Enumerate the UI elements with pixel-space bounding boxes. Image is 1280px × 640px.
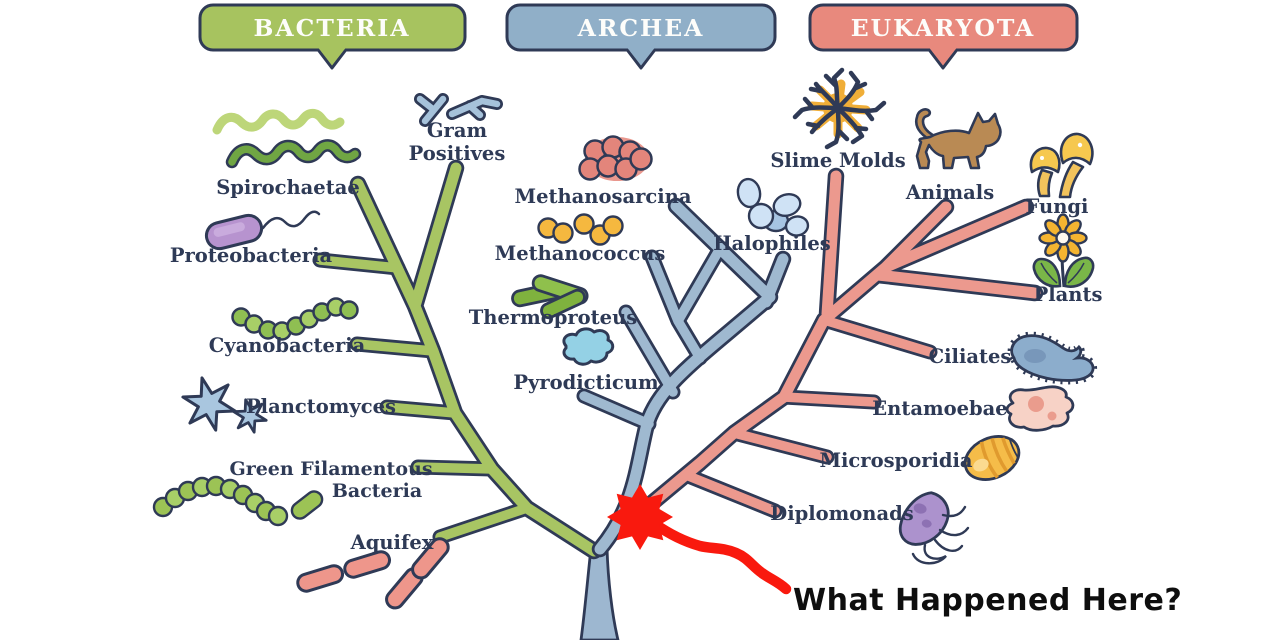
label-proteobacteria: Proteobacteria	[170, 244, 333, 267]
label-entamoebae: Entamoebae	[872, 397, 1007, 420]
label-gram-positives-line2: Positives	[409, 142, 506, 165]
green-filamentous-bacteria-icon	[152, 475, 324, 527]
header-eukaryota: EUKARYOTA	[808, 3, 1079, 70]
fungi-mushrooms-icon	[1029, 132, 1094, 199]
microsporidia-icon	[963, 435, 1021, 481]
label-gram-positives-line1: Gram	[427, 119, 488, 142]
planctomyces-icon	[181, 376, 268, 434]
label-plants: Plants	[1034, 283, 1103, 306]
bacteria-branches	[312, 159, 603, 560]
label-methanosarcina: Methanosarcina	[515, 185, 692, 208]
methanosarcina-icon	[578, 135, 653, 181]
label-microsporidia: Microsporidia	[819, 449, 972, 472]
label-ciliates: Ciliates	[929, 345, 1012, 368]
header-archea: ARCHEA	[505, 3, 777, 70]
label-fungi: Fungi	[1026, 195, 1089, 218]
annotation-star-icon	[607, 484, 673, 550]
label-green-filamentous-line2: Bacteria	[332, 480, 422, 502]
label-animals: Animals	[905, 181, 994, 204]
diplomonads-icon	[898, 491, 970, 565]
methanococcus-icon	[537, 213, 624, 246]
label-slime-molds: Slime Molds	[770, 149, 905, 172]
entamoebae-icon	[1005, 385, 1075, 432]
animals-cat-icon	[914, 108, 1002, 170]
slime-molds-icon	[792, 67, 887, 150]
proteobacteria-icon	[204, 210, 321, 251]
thermoproteus-icon	[511, 274, 589, 320]
ciliates-icon	[1007, 331, 1098, 385]
pyrodicticum-icon	[562, 327, 615, 366]
label-aquifex: Aquifex	[350, 531, 434, 554]
header-archea-label: ARCHEA	[577, 14, 705, 42]
gram-positives-icon	[414, 93, 503, 127]
spirochaetae-icon	[212, 108, 362, 169]
label-cyanobacteria: Cyanobacteria	[209, 334, 366, 357]
annotation-text: What Happened Here?	[793, 583, 1182, 618]
label-thermoproteus: Thermoproteus	[469, 306, 638, 329]
halophiles-icon	[736, 177, 810, 237]
label-green-filamentous-line1: Green Filamentous	[229, 458, 432, 480]
header-bacteria-label: BACTERIA	[254, 14, 411, 42]
label-methanococcus: Methanococcus	[495, 242, 666, 265]
label-planctomyces: Planctomyces	[246, 395, 396, 418]
label-halophiles: Halophiles	[713, 232, 831, 255]
label-spirochaetae: Spirochaetae	[216, 176, 360, 199]
archea-branches	[576, 197, 792, 558]
eukaryota-branches	[637, 167, 1044, 519]
aquifex-icon	[296, 537, 450, 610]
plants-flower-icon	[1032, 213, 1095, 288]
annotation-arrow	[649, 518, 792, 595]
header-bacteria: BACTERIA	[198, 3, 467, 70]
tree-trunk	[579, 546, 620, 640]
cyanobacteria-icon	[231, 297, 359, 341]
label-pyrodicticum: Pyrodicticum	[513, 371, 659, 394]
label-diplomonads: Diplomonads	[770, 502, 913, 525]
header-eukaryota-label: EUKARYOTA	[851, 14, 1036, 42]
